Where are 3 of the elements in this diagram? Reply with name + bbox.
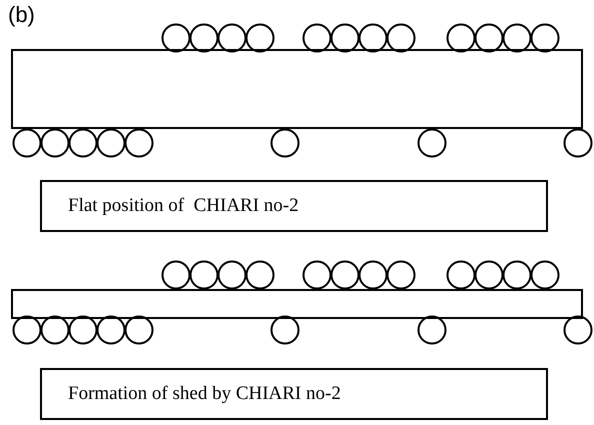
panel-label: (b): [8, 2, 35, 28]
caption-box: Formation of shed by CHIARI no-2: [40, 368, 548, 420]
caption-box: Flat position of CHIARI no-2: [40, 180, 548, 232]
